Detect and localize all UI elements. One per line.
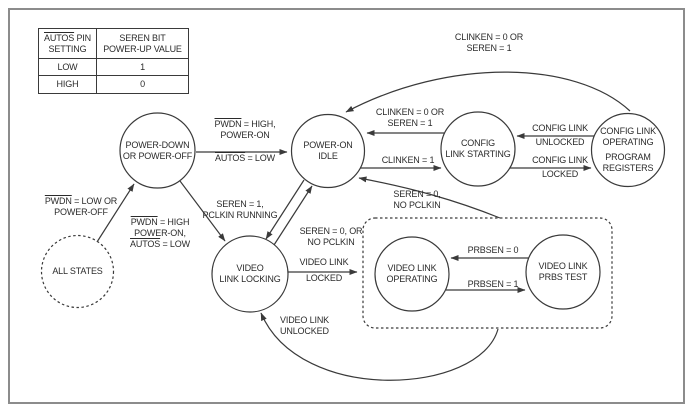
state-circle-video-link-prbs-test [525, 234, 601, 310]
arrow-substates-to-videolocking [260, 312, 499, 381]
table-header-seren: SEREN BIT POWER-UP VALUE [97, 29, 188, 59]
state-circle-config-link-starting [440, 111, 516, 187]
arrow-substates-to-idle [358, 176, 501, 219]
transition-label-autos-low: AUTOS = LOW [215, 153, 275, 163]
transition-label-prbsen1: PRBSEN = 1 [467, 279, 519, 289]
transition-label-config-unlocked-bottom: UNLOCKED [535, 137, 585, 147]
transition-label-seren0-no-pclkin: SEREN = 0,NO PCLKIN [393, 189, 441, 210]
arrow-allstates-to-powerdown [96, 183, 135, 243]
figure-border [8, 8, 685, 404]
state-circle-power-on-idle [290, 113, 366, 189]
state-label-all-states: ALL STATES [52, 266, 103, 276]
arrow-configoperating-to-idle [345, 71, 631, 113]
transition-label-config-locked-bottom: LOCKED [541, 169, 579, 179]
table-cell-low: LOW [39, 59, 97, 76]
transition-label-seren1-pclkin-running: SEREN = 1,PCLKIN RUNNING [202, 199, 278, 220]
state-circle-video-link-operating [374, 236, 450, 312]
table-header-autos: AUTOS PIN SETTING [39, 29, 97, 59]
transition-label-pwdn-low-power-off: PWDN = LOW OR POWER-OFF [44, 196, 118, 217]
transition-label-pwdn-high-power-on: PWDN = HIGH, POWER-ON [214, 119, 276, 140]
state-circle-video-link-locking [211, 235, 289, 313]
transition-label-clinken1: CLINKEN = 1 [381, 155, 435, 165]
transition-label-config-locked-top: CONFIG LINK [532, 155, 588, 165]
transition-label-video-link-locked-bottom: LOCKED [305, 273, 343, 283]
transition-label-pwdn-high-autos-low: PWDN = HIGH POWER-ON, AUTOS = LOW [130, 217, 190, 249]
state-circle-power-down [119, 112, 196, 189]
arrow-videolocking-to-idle [273, 185, 313, 246]
arrow-idle-to-videolocking [265, 179, 305, 240]
table-cell-high-value: 0 [140, 79, 145, 90]
autos-seren-table: AUTOS PIN SETTING SEREN BIT POWER-UP VAL… [38, 28, 189, 94]
state-circle-config-link-operating [590, 112, 666, 188]
table-cell-high: HIGH [39, 76, 97, 93]
transition-label-config-unlocked-top: CONFIG LINK [532, 123, 588, 133]
arrow-powerdown-to-videolocking [179, 180, 226, 242]
transition-label-video-link-locked-top: VIDEO LINK [299, 257, 349, 267]
transition-label-prbsen0: PRBSEN = 0 [467, 245, 519, 255]
table-cell-low-value: 1 [97, 59, 188, 76]
state-circle-all-states [40, 234, 115, 309]
